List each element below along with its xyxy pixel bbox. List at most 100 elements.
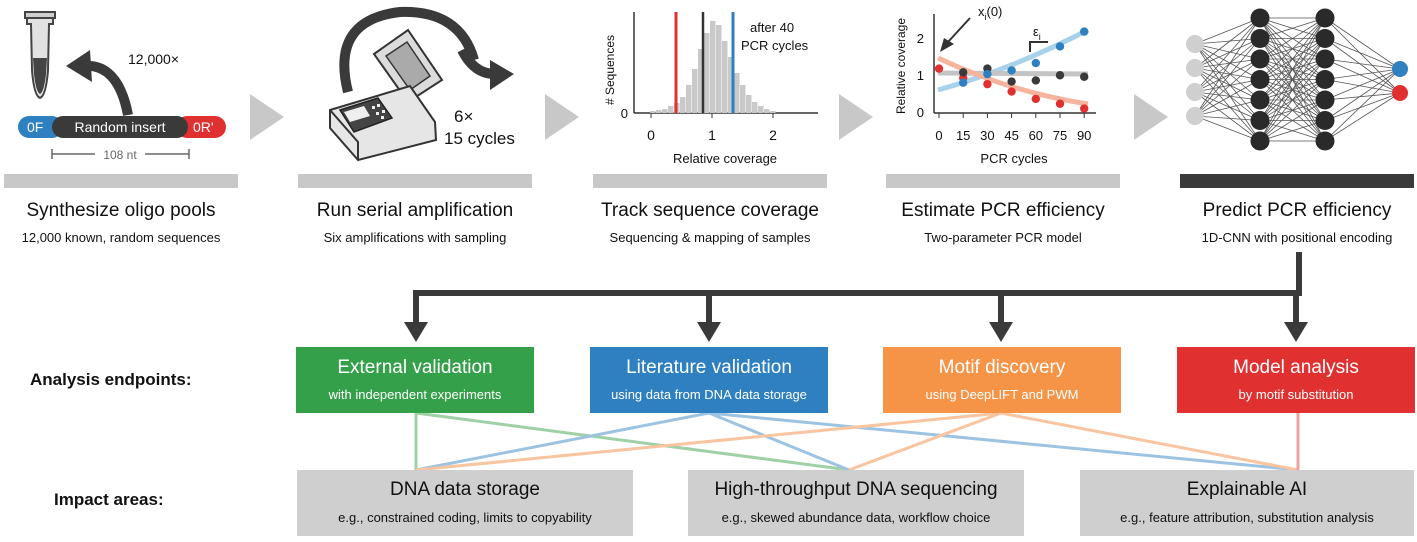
blue-point xyxy=(959,78,968,87)
histogram-bar xyxy=(722,41,728,113)
histogram-bar xyxy=(752,102,758,113)
blue-fit-curve xyxy=(937,27,1090,93)
efficiency-xtick: 60 xyxy=(1029,128,1043,143)
endpoint-subtitle: with independent experiments xyxy=(328,387,502,402)
endpoint-motif-discovery: Motif discovery using DeepLIFT and PWM xyxy=(883,347,1121,413)
histogram-annotation: after 40 xyxy=(750,20,794,35)
histogram-bar xyxy=(680,97,686,113)
dark-point xyxy=(1055,71,1065,80)
red-point xyxy=(1007,87,1016,96)
impact-title: DNA data storage xyxy=(390,479,540,500)
step-bar xyxy=(4,174,238,188)
impact-high-throughput-sequencing: High-throughput DNA sequencing e.g., ske… xyxy=(688,470,1024,536)
process-arrow-icon xyxy=(545,94,579,140)
network-node xyxy=(1250,49,1270,69)
cycle-arrow-icon xyxy=(339,6,479,94)
epsilon-annotation: εi xyxy=(1033,24,1041,42)
red-point xyxy=(1080,104,1089,113)
network-node xyxy=(1186,83,1204,101)
endpoint-title: Model analysis xyxy=(1233,357,1359,378)
histogram-bar xyxy=(692,69,698,113)
histogram-y0: 0 xyxy=(621,106,628,121)
histogram-xtick: 0 xyxy=(647,127,655,143)
step-subtitle: 12,000 known, random sequences xyxy=(21,230,221,245)
network-node xyxy=(1315,29,1335,48)
process-arrow-icon xyxy=(1134,94,1168,140)
step-title: Run serial amplification xyxy=(316,200,514,221)
endpoint-literature-validation: Literature validation using data from DN… xyxy=(590,347,828,413)
network-node xyxy=(1315,111,1335,130)
histogram-bar xyxy=(734,73,740,113)
step-subtitle: Six amplifications with sampling xyxy=(323,230,507,245)
step-subtitle: Two-parameter PCR model xyxy=(924,230,1082,245)
down-arrow-icon xyxy=(1284,322,1308,342)
histogram-bar xyxy=(662,109,668,113)
step-bar-active xyxy=(1180,174,1414,188)
histogram-xtick: 2 xyxy=(769,127,777,143)
endpoint-title: External validation xyxy=(337,357,493,378)
efficiency-xtick: 30 xyxy=(980,128,994,143)
efficiency-xtick: 0 xyxy=(935,128,942,143)
efficiency-ytick: 0 xyxy=(917,105,924,120)
step-title: Track sequence coverage xyxy=(601,200,819,221)
step-bar xyxy=(298,174,532,188)
insert-label: Random insert xyxy=(74,119,165,135)
copy-count: 12,000× xyxy=(128,51,179,67)
efficiency-ytick: 2 xyxy=(917,31,924,46)
step-bar xyxy=(886,174,1120,188)
histogram-bar xyxy=(650,111,656,113)
histogram-ylabel: # Sequences xyxy=(603,35,617,105)
network-node xyxy=(1186,107,1204,125)
histogram-bar xyxy=(710,21,716,113)
down-arrow-icon xyxy=(404,322,428,342)
histogram-bar xyxy=(764,109,770,113)
histogram-bar xyxy=(728,57,734,113)
blue-point xyxy=(983,69,992,79)
step-title: Estimate PCR efficiency xyxy=(901,200,1105,221)
step-bar xyxy=(593,174,827,188)
red-fit-curve xyxy=(936,55,1089,107)
histogram-annotation: PCR cycles xyxy=(741,38,809,53)
endpoint-title: Motif discovery xyxy=(938,357,1066,378)
dark-point xyxy=(959,68,968,77)
endpoint-subtitle: using data from DNA data storage xyxy=(611,387,807,402)
blue-point xyxy=(1055,42,1065,51)
network-node xyxy=(1315,8,1335,28)
histogram-bars xyxy=(650,21,776,113)
step-subtitle: 1D-CNN with positional encoding xyxy=(1201,230,1393,245)
network-node xyxy=(1186,35,1204,53)
efficiency-xtick: 15 xyxy=(956,128,970,143)
x0-annotation: xi(0) xyxy=(978,4,1002,22)
network-node xyxy=(1315,49,1335,69)
network-node xyxy=(1250,111,1270,130)
network-node xyxy=(1315,131,1335,151)
histogram-bar xyxy=(698,49,704,113)
endpoint-subtitle: by motif substitution xyxy=(1238,387,1354,402)
thermocycler-icon xyxy=(329,28,444,162)
network-node xyxy=(1315,90,1335,110)
efficiency-xtick: 75 xyxy=(1053,128,1067,143)
oligo-pool-illustration: 12,000× 0F Random insert 0R' 108 nt xyxy=(18,11,226,162)
network-node xyxy=(1392,85,1408,101)
blue-point xyxy=(1080,27,1089,36)
red-point xyxy=(934,64,944,73)
impact-subtitle: e.g., feature attribution, substitution … xyxy=(1120,510,1374,525)
impact-explainable-ai: Explainable AI e.g., feature attribution… xyxy=(1080,470,1414,536)
network-node xyxy=(1392,61,1408,77)
impact-subtitle: e.g., skewed abundance data, workflow ch… xyxy=(721,510,991,525)
red-point xyxy=(1055,99,1065,108)
coverage-histogram: # Sequences 0 0 1 2 Relative coverage af… xyxy=(603,12,818,166)
histogram-bar xyxy=(758,106,764,113)
efficiency-points xyxy=(934,27,1089,113)
endpoint-model-analysis: Model analysis by motif substitution xyxy=(1177,347,1415,413)
histogram-xlabel: Relative coverage xyxy=(673,151,777,166)
efficiency-xtick: 45 xyxy=(1004,128,1018,143)
efficiency-ylabel: Relative coverage xyxy=(894,18,908,114)
length-label: 108 nt xyxy=(103,148,137,162)
step-title: Predict PCR efficiency xyxy=(1202,200,1392,221)
network-node xyxy=(1315,70,1335,89)
histogram-bar xyxy=(746,95,752,113)
dark-point xyxy=(1080,72,1089,81)
histogram-bar xyxy=(770,111,776,113)
